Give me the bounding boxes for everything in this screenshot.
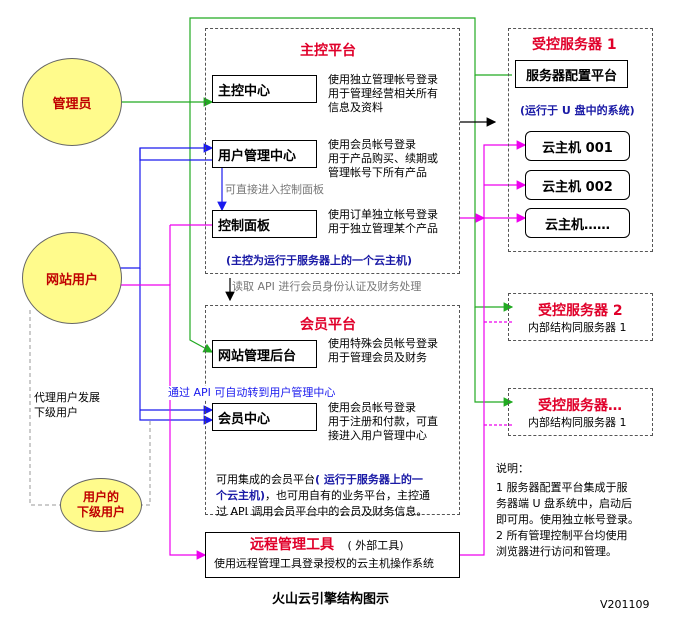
server1-title: 受控服务器 1 xyxy=(532,37,617,53)
site-admin-desc: 使用特殊会员帐号登录 用于管理会员及财务 xyxy=(328,337,438,364)
control-panel-desc: 使用订单独立帐号登录 用于独立管理某个产品 xyxy=(328,208,438,235)
cloud-host-2: 云主机 002 xyxy=(525,170,630,200)
control-panel-node: 控制面板 xyxy=(212,210,317,238)
control-panel-label: 控制面板 xyxy=(218,218,271,234)
config-platform-node: 服务器配置平台 xyxy=(515,60,628,88)
server1-box xyxy=(508,28,653,252)
member-platform-box xyxy=(205,305,460,515)
version-label: V201109 xyxy=(600,598,650,611)
site-admin-label: 网站管理后台 xyxy=(218,348,297,364)
read-api-label: 读取 API 进行会员身份认证及财务处理 xyxy=(232,280,422,293)
remote-tool-desc: 使用远程管理工具登录授权的云主机操作系统 xyxy=(214,557,434,570)
remote-tool-heading: 远程管理工具 ( 外部工具) xyxy=(250,538,404,553)
cloud-host-1-label: 云主机 001 xyxy=(542,140,613,156)
server2-desc: 内部结构同服务器 1 xyxy=(528,321,627,334)
server2-box xyxy=(508,293,653,341)
cloud-host-3: 云主机…… xyxy=(525,208,630,238)
member-center-desc: 使用会员帐号登录 用于注册和付款，可直 接进入用户管理中心 xyxy=(328,401,438,442)
control-center-node: 主控中心 xyxy=(212,75,317,103)
member-body-prefix: 可用集成的会员平台 xyxy=(216,473,315,486)
site-admin-node: 网站管理后台 xyxy=(212,340,317,368)
sub-user-label: 用户的 下级用户 xyxy=(76,490,125,519)
server3-desc: 内部结构同服务器 1 xyxy=(528,416,627,429)
api-jump-label: 通过 API 可自动转到用户管理中心 xyxy=(168,386,336,400)
agent-label: 代理用户发展 下级用户 xyxy=(34,391,100,419)
control-center-label: 主控中心 xyxy=(218,83,271,99)
member-platform-title: 会员平台 xyxy=(300,317,356,333)
user-center-desc: 使用会员帐号登录 用于产品购买、续期或 管理帐号下所有产品 xyxy=(328,138,438,179)
user-center-node: 用户管理中心 xyxy=(212,140,317,168)
member-body-suffix: ，也可用自有的业务平台，主控通 过 API 调用会员平台中的会员及财务信息。 xyxy=(216,489,431,518)
master-platform-title: 主控平台 xyxy=(300,43,356,59)
server3-box xyxy=(508,388,653,436)
server1-note: (运行于 U 盘中的系统) xyxy=(520,104,635,117)
sub-user-actor: 用户的 下级用户 xyxy=(60,478,142,532)
admin-actor: 管理员 xyxy=(22,58,122,146)
member-platform-body: 可用集成的会员平台( 运行于服务器上的一 个云主机)，也可用自有的业务平台，主控… xyxy=(216,456,430,520)
user-center-label: 用户管理中心 xyxy=(218,148,297,164)
notes-item-2: 2 所有管理控制平台均使用 浏览器进行访问和管理。 xyxy=(496,529,628,558)
site-user-actor: 网站用户 xyxy=(22,232,122,324)
notes-heading: 说明： xyxy=(496,462,529,475)
cloud-host-3-label: 云主机…… xyxy=(544,217,610,233)
member-center-node: 会员中心 xyxy=(212,403,317,431)
server2-title: 受控服务器 2 xyxy=(538,303,623,319)
cloud-host-1: 云主机 001 xyxy=(525,131,630,161)
remote-tool-title: 远程管理工具 xyxy=(250,537,334,553)
direct-entry-label: 可直接进入控制面板 xyxy=(225,183,324,196)
member-body-highlight: ( 运行于服务器上的一 个云主机) xyxy=(216,473,423,502)
remote-tool-box xyxy=(205,532,460,578)
notes-item-1: 1 服务器配置平台集成于服 务器端 U 盘系统中，启动后 即可用。使用独立帐号登… xyxy=(496,481,639,526)
control-center-desc: 使用独立管理帐号登录 用于管理经营相关所有 信息及资料 xyxy=(328,73,438,114)
cloud-host-2-label: 云主机 002 xyxy=(542,179,613,195)
admin-label: 管理员 xyxy=(52,96,92,112)
server3-title: 受控服务器… xyxy=(538,398,622,414)
master-note: (主控为运行于服务器上的一个云主机) xyxy=(226,254,413,267)
site-user-label: 网站用户 xyxy=(45,272,98,288)
master-platform-box xyxy=(205,28,460,274)
config-platform-label: 服务器配置平台 xyxy=(525,68,617,84)
diagram-caption: 火山云引擎结构图示 xyxy=(272,592,390,607)
member-center-label: 会员中心 xyxy=(218,411,271,427)
remote-tool-tag: ( 外部工具) xyxy=(347,539,404,552)
